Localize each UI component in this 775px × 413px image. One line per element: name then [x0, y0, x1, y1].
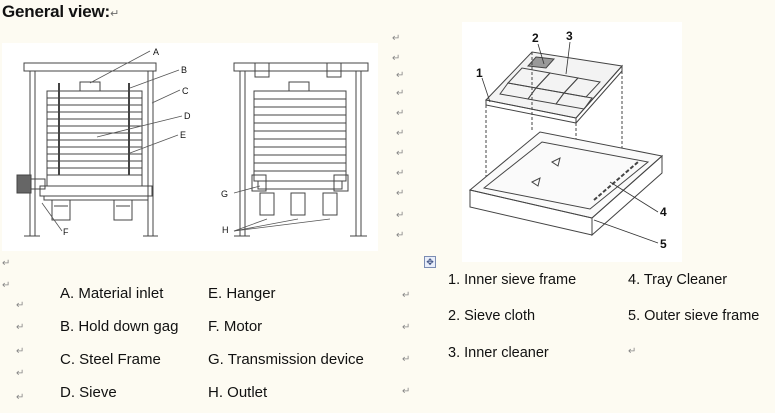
- legend-item-tray-cleaner: 4. Tray Cleaner: [628, 272, 728, 288]
- move-anchor-icon[interactable]: ✥: [424, 256, 436, 268]
- para-mark: ↵: [396, 108, 405, 119]
- machine-drawing: A B C D E F G H: [16, 47, 369, 237]
- sieve-exploded-drawing: 1 2 3 4 5: [468, 29, 667, 251]
- para-mark: ↵: [402, 290, 411, 301]
- para-mark: ↵: [16, 300, 25, 311]
- para-mark: ↵: [396, 188, 405, 199]
- callout-a: A: [153, 47, 159, 57]
- para-mark: ↵: [396, 88, 405, 99]
- para-mark: ↵: [628, 346, 637, 357]
- page-title: General view:↵: [2, 2, 119, 21]
- callout-1: 1: [476, 66, 483, 80]
- para-mark: ↵: [396, 148, 405, 159]
- callout-g: G: [221, 189, 228, 199]
- para-mark: ↵: [396, 230, 405, 241]
- legend-item-sieve: D. Sieve: [60, 384, 117, 401]
- legend-item-outer-sieve-frame: 5. Outer sieve frame: [628, 308, 760, 324]
- callout-3: 3: [566, 29, 573, 43]
- para-mark: ↵: [396, 210, 405, 221]
- para-mark: ↵: [396, 70, 405, 81]
- para-mark: ↵: [2, 280, 11, 291]
- callout-4: 4: [660, 205, 667, 219]
- legend-item-hold-down-gag: B. Hold down gag: [60, 318, 179, 335]
- callout-e: E: [180, 130, 186, 140]
- para-mark: ↵: [2, 258, 11, 269]
- callout-2: 2: [532, 31, 539, 45]
- legend-item-hanger: E. Hanger: [208, 285, 276, 302]
- callout-f: F: [63, 227, 69, 237]
- legend-item-inner-sieve-frame: 1. Inner sieve frame: [448, 272, 577, 288]
- para-mark: ↵: [402, 322, 411, 333]
- callout-h: H: [222, 225, 229, 235]
- callout-b: B: [181, 65, 187, 75]
- legend-item-inner-cleaner: 3. Inner cleaner: [448, 345, 549, 361]
- legend-item-steel-frame: C. Steel Frame: [60, 351, 161, 368]
- para-mark: ↵: [16, 322, 25, 333]
- para-mark: ↵: [16, 346, 25, 357]
- legend-item-outlet: H. Outlet: [208, 384, 268, 401]
- para-mark: ↵: [16, 392, 25, 403]
- callout-5: 5: [660, 237, 667, 251]
- legend-item-motor: F. Motor: [208, 318, 263, 335]
- legend-item-sieve-cloth: 2. Sieve cloth: [448, 308, 536, 324]
- callout-c: C: [182, 86, 189, 96]
- para-mark: ↵: [402, 386, 411, 397]
- para-mark: ↵: [16, 368, 25, 379]
- para-mark: ↵: [392, 53, 401, 64]
- para-mark: ↵: [392, 33, 401, 44]
- callout-d: D: [184, 111, 191, 121]
- legend-item-transmission-device: G. Transmission device: [208, 351, 364, 368]
- legend-item-material-inlet: A. Material inlet: [60, 285, 164, 302]
- sieve-exploded-drawing-panel: 1 2 3 4 5: [462, 22, 682, 262]
- para-mark: ↵: [396, 168, 405, 179]
- para-mark: ↵: [396, 128, 405, 139]
- para-mark: ↵: [402, 354, 411, 365]
- machine-drawing-panel: A B C D E F G H: [2, 43, 378, 251]
